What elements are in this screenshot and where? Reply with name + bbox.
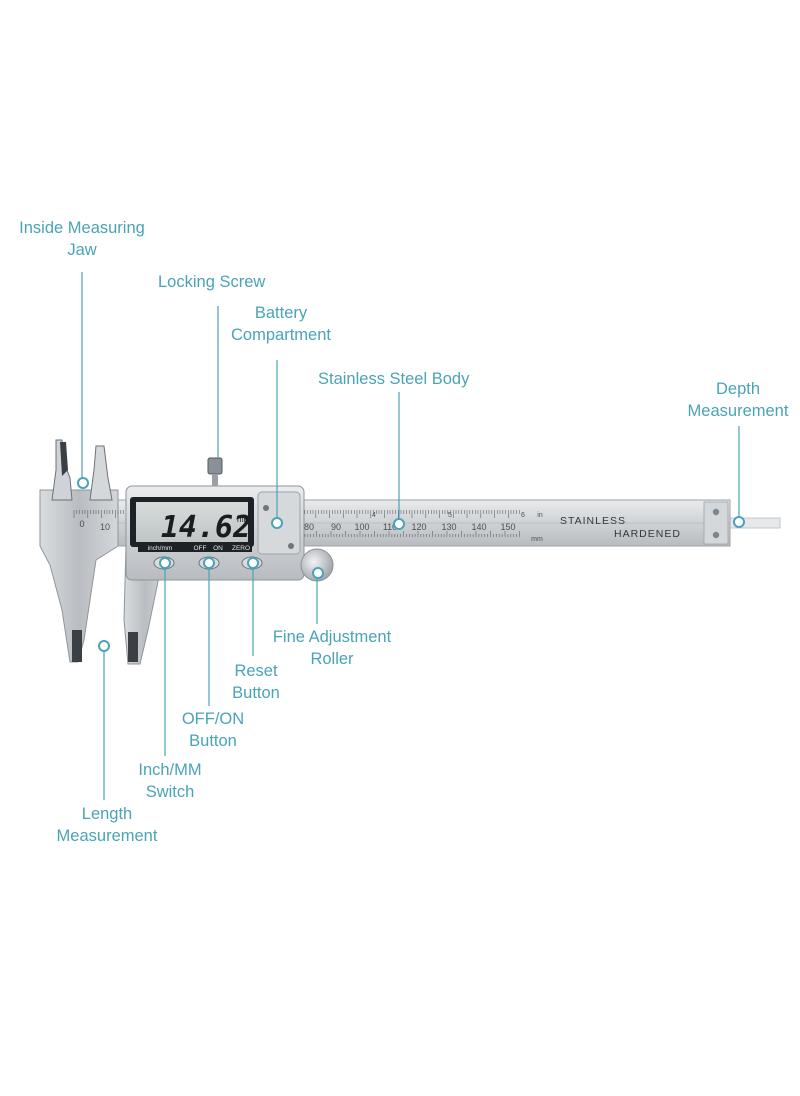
scale-label-10: 10: [100, 522, 110, 532]
zero-label: ZERO: [232, 545, 250, 552]
lcd-reading: 14.62: [161, 510, 251, 545]
lcd-screen: [136, 502, 248, 542]
dot-inside-jaw: [77, 477, 89, 489]
dot-body: [393, 518, 405, 530]
mm-scale-ticks: [73, 510, 520, 537]
lcd-unit: mm: [237, 515, 251, 524]
scale-label-150: 150: [500, 522, 515, 532]
scale-label-80: 80: [304, 522, 314, 532]
scale-label-110: 110: [383, 522, 397, 532]
dot-depth: [733, 516, 745, 528]
inch-unit: in: [537, 512, 543, 519]
hardened-text: HARDENED: [614, 528, 681, 540]
scale-labels: 0 10 80 90 100 110 120 130 140 150 4 5 6…: [79, 512, 543, 543]
scale-label-90: 90: [331, 522, 341, 532]
locking-screw: [207, 457, 223, 475]
scale-label-120: 120: [411, 522, 426, 532]
button-label-strip: [138, 543, 252, 552]
callout-locking-screw: Locking Screw: [158, 273, 266, 291]
stainless-text: STAINLESS: [560, 515, 626, 527]
dot-inchmm: [159, 557, 171, 569]
scale-label-130: 130: [441, 522, 456, 532]
callout-dots: [77, 477, 745, 652]
callout-stainless-steel-body: Stainless Steel Body: [318, 370, 470, 388]
inch-label-5: 5: [448, 512, 452, 519]
dot-reset: [247, 557, 259, 569]
dot-battery: [271, 517, 283, 529]
inch-label-6: 6: [521, 512, 525, 519]
mm-unit: mm: [531, 536, 543, 543]
inch-label-4: 4: [372, 512, 376, 519]
leader-lines: [81, 272, 740, 800]
dot-length: [98, 640, 110, 652]
inside-jaw-moving: [89, 445, 113, 501]
scale-label-100: 100: [354, 522, 369, 532]
scale-label-0: 0: [79, 519, 84, 529]
inch-mm-label: inch/mm: [148, 545, 173, 552]
scale-label-140: 140: [471, 522, 486, 532]
dot-roller: [312, 567, 324, 579]
off-label: OFF: [194, 545, 207, 552]
on-label: ON: [213, 545, 223, 552]
dot-offon: [203, 557, 215, 569]
